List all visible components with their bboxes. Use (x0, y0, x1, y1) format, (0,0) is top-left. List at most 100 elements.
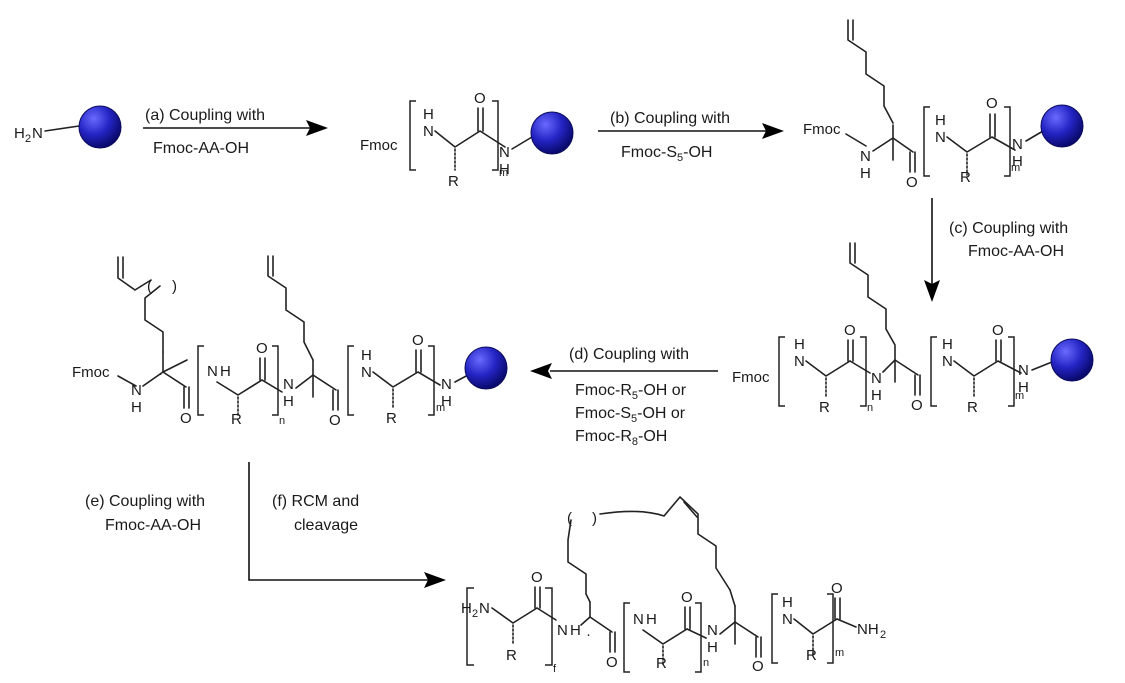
atom-label: O (844, 322, 856, 339)
atom-label: H (1012, 153, 1023, 170)
atom-label: N (131, 382, 142, 399)
atom-label: R (806, 647, 817, 664)
atom-label: H (361, 347, 372, 364)
atom-label: N (361, 364, 372, 381)
step-b: (b) Coupling with Fmoc-S5-OH (598, 110, 784, 164)
atom-label: H (570, 622, 581, 639)
atom-label: N (794, 353, 805, 370)
atom-label: N (782, 611, 793, 628)
atom-label: R (231, 411, 242, 428)
fmoc-label: Fmoc (732, 369, 770, 386)
atom-label: H (707, 639, 718, 656)
step-a-line1: (a) Coupling with (145, 107, 265, 124)
step-d-option1: Fmoc-R5-OH or (575, 382, 687, 402)
atom-label: O (986, 95, 998, 112)
step-d-option3: Fmoc-R8-OH (575, 428, 667, 448)
step-c: (c) Coupling with Fmoc-AA-OH (924, 198, 1068, 302)
atom-label: N (633, 611, 644, 628)
fmoc-label: Fmoc (72, 364, 110, 381)
step-f-line2: cleavage (294, 517, 358, 534)
atom-label: R (967, 399, 978, 416)
atom-label: H (423, 106, 434, 123)
atom-label: R (448, 173, 459, 190)
atom-label: H (220, 363, 231, 380)
subscript-m: m (499, 167, 508, 179)
reaction-arrow (248, 462, 428, 581)
atom-label: O (911, 397, 923, 414)
arrow-head (306, 120, 328, 136)
step-d-line1: (d) Coupling with (569, 346, 689, 363)
atom-label: N (479, 600, 490, 617)
step-e-f: (e) Coupling with Fmoc-AA-OH (f) RCM and… (85, 462, 446, 588)
atom-label: H (283, 393, 294, 410)
structure-stapled-peptide: ( ) H 2 N R O f N H · O N H R O (461, 496, 886, 675)
atom-label: H (461, 600, 472, 617)
atom-label: R (656, 655, 667, 672)
atom-label: N (441, 376, 452, 393)
atom-label: O (180, 410, 192, 427)
fmoc-label: Fmoc (360, 137, 398, 154)
atom-label: R (819, 399, 830, 416)
atom-label: N (942, 353, 953, 370)
atom-label: O (831, 580, 843, 597)
structure-fmoc-aa-resin: Fmoc H N R O m N H (360, 90, 574, 190)
atom-label: H (441, 393, 452, 410)
resin-bead (464, 346, 508, 390)
atom-label: H (871, 387, 882, 404)
step-e-line1: (e) Coupling with (85, 493, 205, 510)
atom-subscript: 2 (472, 608, 478, 620)
atom-label: N (423, 123, 434, 140)
atom-label: N (1018, 362, 1029, 379)
subscript-f: f (553, 663, 557, 675)
step-d-option2: Fmoc-S5-OH or (575, 405, 686, 425)
atom-label: O (992, 322, 1004, 339)
atom-label: N (871, 370, 882, 387)
atom-label: H (942, 336, 953, 353)
resin-bead (1050, 338, 1094, 382)
fmoc-label: Fmoc (803, 121, 841, 138)
resin-bead (78, 105, 122, 149)
atom-label: R (386, 410, 397, 427)
atom-subscript: 2 (880, 629, 886, 641)
step-c-line2: Fmoc-AA-OH (968, 243, 1064, 260)
arrow-head (762, 123, 784, 139)
atom-label: H (1018, 379, 1029, 396)
atom-label: NH (857, 621, 879, 638)
structure-fmoc-aa-s5-aa-resin: Fmoc H N R O n N H O H N R O m N H (732, 242, 1094, 416)
subscript-m: m (436, 402, 445, 414)
atom-label: N (499, 144, 510, 161)
atom-label: R (960, 169, 971, 186)
variable-chain-paren: ) (592, 510, 597, 527)
atom-label: O (474, 90, 486, 107)
step-f-line1: (f) RCM and (272, 493, 359, 510)
atom-label: H (935, 112, 946, 129)
atom-label: O (531, 569, 543, 586)
step-d: (d) Coupling with Fmoc-R5-OH or Fmoc-S5-… (530, 346, 718, 448)
subscript-m: m (1015, 390, 1024, 402)
atom-label: N (283, 376, 294, 393)
atom-subscript: 2 (25, 133, 31, 145)
atom-label: N (32, 125, 43, 142)
atom-label: O (256, 340, 268, 357)
subscript-n: n (279, 415, 285, 427)
atom-label: H (782, 594, 793, 611)
atom-label: O (752, 658, 764, 675)
atom-label: O (681, 589, 693, 606)
structure-amine-resin: H 2 N (14, 105, 122, 149)
step-c-line1: (c) Coupling with (949, 220, 1068, 237)
atom-label: O (606, 654, 618, 671)
subscript-m: m (835, 647, 844, 659)
step-e-line2: Fmoc-AA-OH (105, 517, 201, 534)
arrow-head (924, 280, 940, 302)
atom-label: H (794, 336, 805, 353)
atom-label: O (329, 412, 341, 429)
atom-label: O (906, 174, 918, 191)
atom-label: N (860, 148, 871, 165)
atom-label: H (646, 611, 657, 628)
atom-label: N (557, 622, 568, 639)
atom-label: R (506, 647, 517, 664)
atom-label: N (1012, 136, 1023, 153)
step-b-line2: Fmoc-S5-OH (621, 144, 712, 164)
atom-label: H (14, 125, 25, 142)
